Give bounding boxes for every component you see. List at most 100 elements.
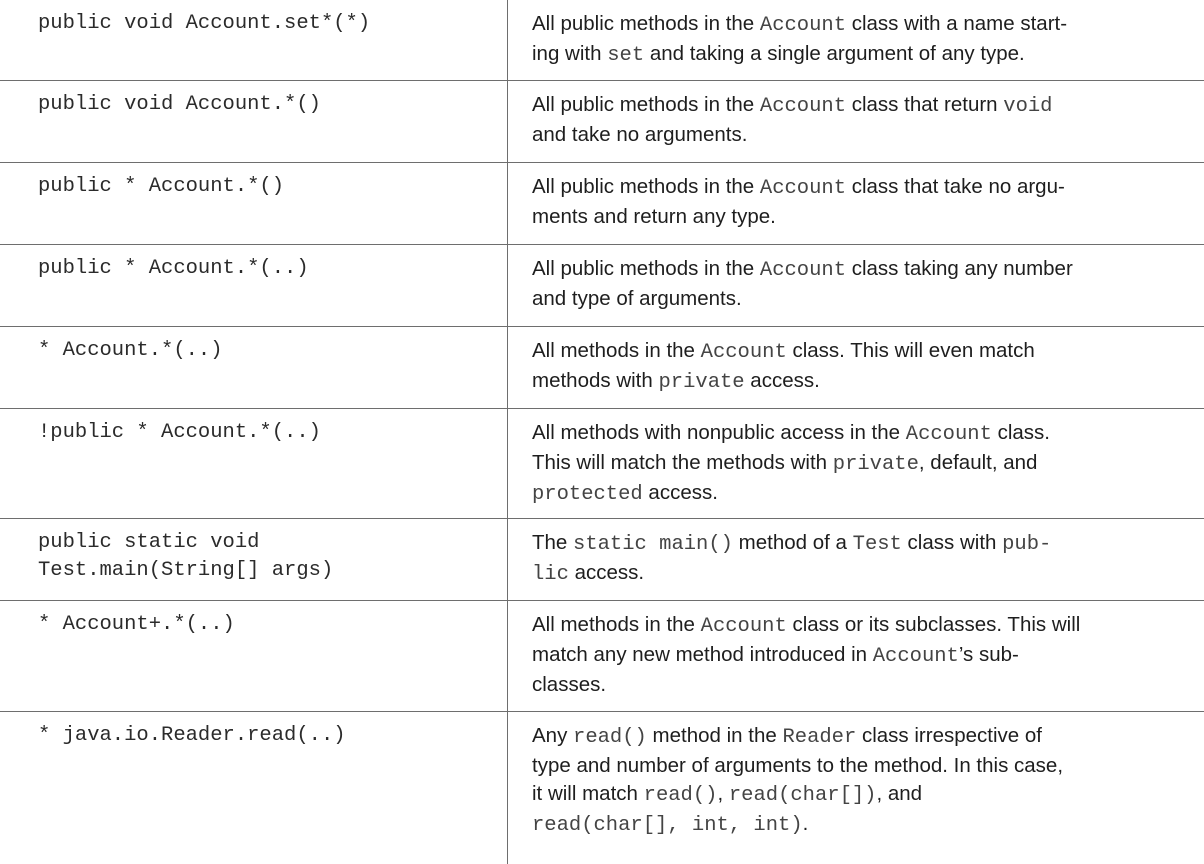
code-span: read(char[], int, int) — [532, 814, 803, 837]
signature-pattern: * Account+.*(..) — [38, 613, 235, 636]
signature-description: All methods in the Account class or its … — [532, 611, 1177, 699]
description-line: The static main() method of a Test class… — [532, 529, 1177, 559]
text-span: Any — [532, 724, 574, 747]
code-span: Account — [759, 95, 847, 118]
code-span: Account — [700, 615, 787, 638]
text-span: access. — [568, 561, 645, 584]
text-span: it will match — [532, 782, 644, 805]
text-span: ments and return any type. — [532, 205, 776, 228]
description-line: All methods in the Account class or its … — [532, 611, 1177, 641]
code-span: lic — [532, 563, 569, 586]
text-span: class irrespective of — [856, 724, 1042, 747]
text-span: method of a — [732, 531, 853, 554]
text-span: class or its subclasses. This will — [786, 613, 1081, 636]
code-span: Account — [905, 423, 992, 446]
code-span: Reader — [782, 726, 857, 749]
signature-description: All methods in the Account class. This w… — [532, 337, 1177, 397]
code-span: read() — [573, 726, 647, 749]
signature-description: All public methods in the Account class … — [532, 173, 1177, 231]
description-line: protected access. — [532, 479, 1177, 509]
text-span: All public methods in the — [532, 257, 760, 280]
description-line: All methods with nonpublic access in the… — [532, 419, 1177, 449]
code-span: Test — [852, 533, 902, 556]
description-line: All public methods in the Account class … — [532, 173, 1177, 203]
description-line: Any read() method in the Reader class ir… — [532, 722, 1177, 752]
description-line: All methods in the Account class. This w… — [532, 337, 1177, 367]
text-span: class. — [991, 421, 1050, 444]
text-span: , and — [876, 782, 923, 805]
text-span: All public methods in the — [532, 12, 760, 35]
text-span: method in the — [646, 724, 783, 747]
table-row: * Account+.*(..) All methods in the Acco… — [0, 601, 1204, 712]
description-line: read(char[], int, int). — [532, 810, 1177, 840]
text-span: class with a name start- — [846, 12, 1068, 35]
signature-description: All public methods in the Account class … — [532, 91, 1177, 149]
description-line: This will match the methods with private… — [532, 449, 1177, 479]
text-span: class that return — [846, 93, 1004, 116]
text-span: class that take no argu- — [846, 175, 1065, 198]
text-span: access. — [744, 369, 820, 392]
code-span: read() — [643, 784, 718, 807]
signature-description: The static main() method of a Test class… — [532, 529, 1177, 589]
code-span: Account — [700, 341, 787, 364]
description-line: match any new method introduced in Accou… — [532, 641, 1177, 671]
code-span: Account — [759, 14, 847, 37]
description-line: and type of arguments. — [532, 285, 1177, 313]
signature-description: All public methods in the Account class … — [532, 255, 1177, 313]
description-line: lic access. — [532, 559, 1177, 589]
signature-pattern: * Account.*(..) — [38, 339, 223, 362]
table-row: public void Account.*() All public metho… — [0, 81, 1204, 163]
table-row: * java.io.Reader.read(..) Any read() met… — [0, 712, 1204, 864]
table-row: !public * Account.*(..) All methods with… — [0, 409, 1204, 519]
text-span: class taking any number — [846, 257, 1073, 280]
text-span: ing with — [532, 42, 608, 65]
text-span: All methods in the — [532, 339, 701, 362]
code-span: private — [658, 371, 745, 394]
code-span: static main() — [573, 533, 733, 556]
description-line: All public methods in the Account class … — [532, 91, 1177, 121]
signature-description: All public methods in the Account class … — [532, 10, 1177, 70]
description-line: it will match read(), read(char[]), and — [532, 780, 1177, 810]
description-line: classes. — [532, 671, 1177, 699]
description-line: All public methods in the Account class … — [532, 10, 1177, 40]
text-span: access. — [642, 481, 718, 504]
text-span: class. This will even match — [786, 339, 1035, 362]
description-line: ing with set and taking a single argumen… — [532, 40, 1177, 70]
code-span: pub- — [1002, 533, 1052, 556]
text-span: . — [802, 812, 809, 835]
signature-pattern: !public * Account.*(..) — [38, 421, 321, 444]
table-row: * Account.*(..) All methods in the Accou… — [0, 327, 1204, 409]
code-span: read(char[]) — [728, 784, 877, 807]
signature-pattern: * java.io.Reader.read(..) — [38, 724, 346, 747]
text-span: and take no arguments. — [532, 123, 748, 146]
text-span: All public methods in the — [532, 93, 760, 116]
code-span: set — [607, 44, 645, 67]
text-span: All methods with nonpublic access in the — [532, 421, 906, 444]
text-span: methods with — [532, 369, 659, 392]
signature-pattern: public static void Test.main(String[] ar… — [38, 531, 334, 582]
table-row: public void Account.set*(*) All public m… — [0, 0, 1204, 81]
description-line: type and number of arguments to the meth… — [532, 752, 1177, 780]
description-line: methods with private access. — [532, 367, 1177, 397]
signature-pattern: public * Account.*() — [38, 175, 285, 198]
signature-description: All methods with nonpublic access in the… — [532, 419, 1177, 509]
text-span: All methods in the — [532, 613, 701, 636]
text-span: type and number of arguments to the meth… — [532, 754, 1064, 777]
text-span: All public methods in the — [532, 175, 760, 198]
table-row: public * Account.*(..) All public method… — [0, 245, 1204, 327]
code-span: protected — [532, 483, 643, 506]
signature-pattern: public void Account.set*(*) — [38, 12, 371, 35]
text-span: match any new method introduced in — [532, 643, 873, 666]
text-span: and type of arguments. — [532, 287, 742, 310]
signature-description: Any read() method in the Reader class ir… — [532, 722, 1177, 840]
signature-pattern: public void Account.*() — [38, 93, 321, 116]
text-span: , default, and — [918, 451, 1038, 474]
description-line: All public methods in the Account class … — [532, 255, 1177, 285]
table-row: public * Account.*() All public methods … — [0, 163, 1204, 245]
code-span: Account — [759, 259, 847, 282]
column-divider — [507, 0, 508, 864]
text-span: ’s sub- — [958, 643, 1019, 666]
table-row: public static void Test.main(String[] ar… — [0, 519, 1204, 601]
text-span: This will match the methods with — [532, 451, 833, 474]
